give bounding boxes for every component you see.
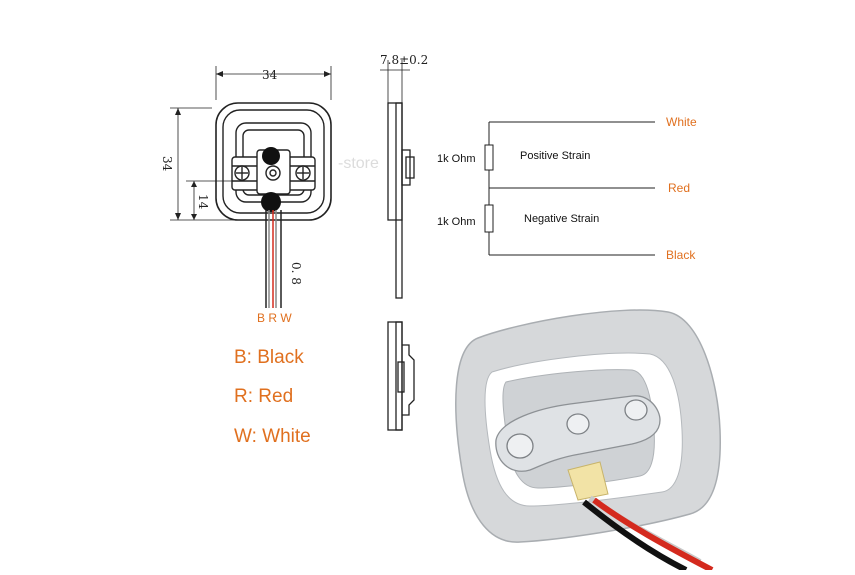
wire-pin-labels: B R W — [257, 311, 292, 325]
resistor-bottom-value: 1k Ohm — [437, 216, 476, 228]
strain-gauge-bottom — [261, 192, 281, 212]
height-dimension: 34 — [160, 156, 174, 172]
resistor-bottom — [484, 204, 494, 233]
legend-red: R: Red — [234, 386, 294, 407]
legend-white: W: White — [234, 426, 311, 447]
negative-strain-label: Negative Strain — [524, 213, 599, 225]
side-view-bottom — [387, 321, 415, 431]
width-dimension: 34 — [262, 68, 278, 82]
wire-red-label: Red — [668, 181, 690, 195]
resistor-top — [484, 144, 494, 171]
load-cell-photo — [455, 309, 721, 573]
front-view — [170, 66, 332, 221]
positive-strain-label: Positive Strain — [520, 150, 590, 162]
inner-height-dimension: 14 — [196, 194, 210, 210]
legend-black: B: Black — [234, 347, 304, 368]
thickness-dimension: 7.8±0.2 — [380, 53, 428, 67]
strain-gauge-top — [262, 147, 280, 165]
wire-white-label: White — [666, 115, 697, 129]
wire-black-label: Black — [666, 248, 696, 262]
resistor-top-value: 1k Ohm — [437, 153, 476, 165]
circuit-diagram — [484, 121, 655, 256]
side-view — [380, 60, 415, 299]
watermark: -store — [338, 155, 379, 172]
wire-gauge-label: 0. 8 — [289, 262, 303, 285]
wire-leads — [265, 210, 282, 308]
